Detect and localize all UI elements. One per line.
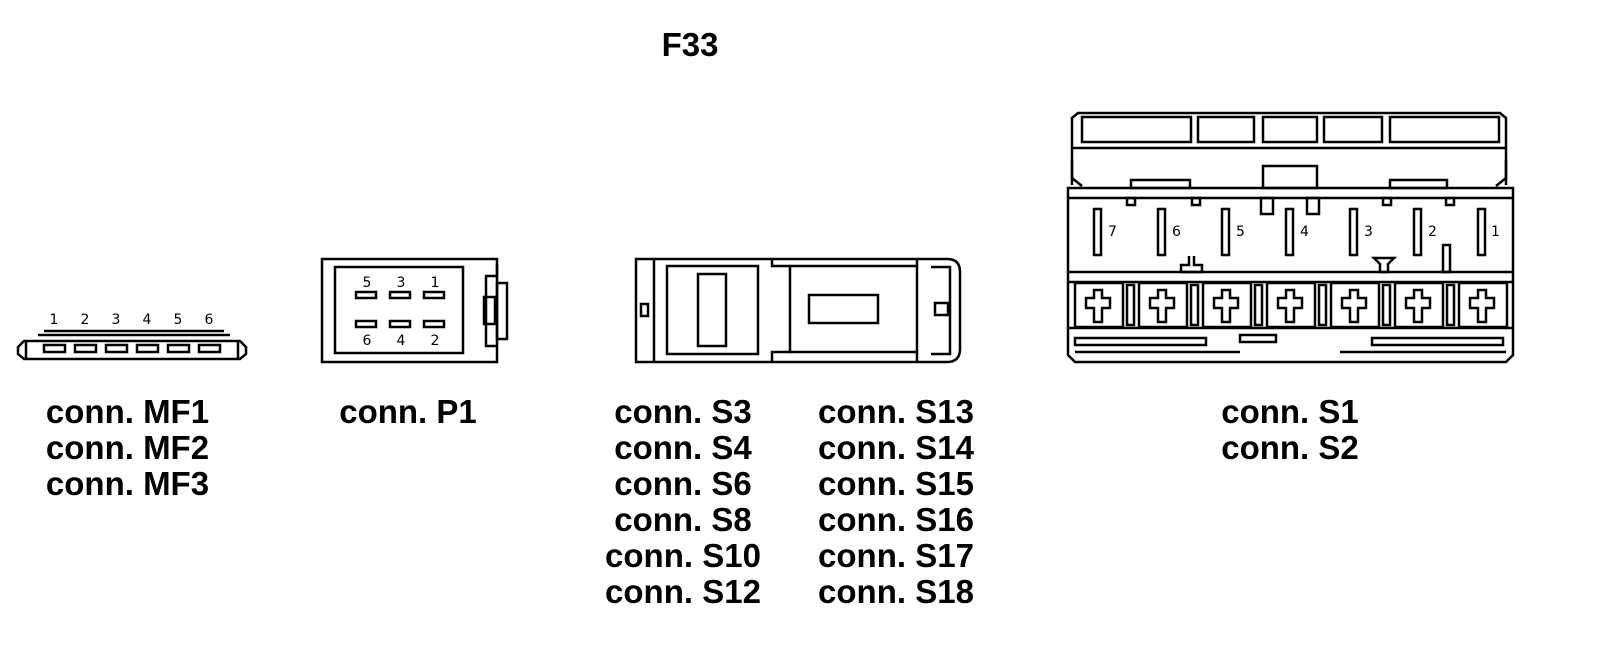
mf-pin-number: 6 [205, 312, 214, 328]
mf-pin-number: 4 [143, 312, 152, 328]
mf-pin-number: 1 [50, 312, 59, 328]
connector-mf-pin-numbers: 1 2 3 4 5 6 [50, 312, 214, 328]
s-big-pin-number: 2 [1428, 224, 1437, 240]
diagram-title: F33 [661, 26, 719, 63]
p1-pin-number: 5 [363, 275, 372, 291]
s-big-pin-number: 3 [1364, 224, 1373, 240]
connector-label: conn. P1 [339, 393, 477, 430]
connector-label: conn. S12 [605, 573, 761, 610]
connector-label: conn. S6 [614, 465, 752, 502]
connector-label: conn. S18 [818, 573, 974, 610]
connector-label: conn. S17 [818, 537, 974, 574]
connector-p1-labels: conn. P1 [318, 394, 498, 430]
s-big-pin-number: 7 [1108, 224, 1117, 240]
connector-label: conn. S13 [818, 393, 974, 430]
connector-label: conn. S14 [818, 429, 974, 466]
p1-pin-number: 1 [431, 275, 440, 291]
connector-p1-drawing [320, 257, 509, 364]
s-big-pin-number: 4 [1300, 224, 1309, 240]
connector-mf-labels: conn. MF1 conn. MF2 conn. MF3 [20, 394, 235, 502]
s-big-pin-number: 6 [1172, 224, 1181, 240]
p1-pin-number: 4 [397, 333, 406, 349]
p1-pin-number: 3 [397, 275, 406, 291]
connector-s-big-drawing [1066, 111, 1515, 364]
connector-label: conn. MF3 [45, 465, 210, 502]
p1-pin-number: 6 [363, 333, 372, 349]
connector-label: conn. S16 [818, 501, 974, 538]
connector-mf-drawing [16, 329, 248, 361]
connector-s-small-labels-left: conn. S3 conn. S4 conn. S6 conn. S8 conn… [588, 394, 778, 610]
connector-s-big-labels: conn. S1 conn. S2 [1190, 394, 1390, 466]
connector-s-small-drawing [634, 257, 962, 364]
connector-label: conn. S1 [1221, 393, 1359, 430]
s-big-pin-number: 1 [1491, 224, 1500, 240]
connector-label: conn. S15 [818, 465, 974, 502]
connector-label: conn. S4 [614, 429, 752, 466]
connector-p1-pin-numbers: 5 3 1 6 4 2 [363, 275, 440, 349]
mf-pin-number: 3 [112, 312, 121, 328]
s-big-pin-number: 5 [1236, 224, 1245, 240]
connector-label: conn. S8 [614, 501, 752, 538]
connector-s-big-pin-numbers: 7 6 5 4 3 2 1 [1108, 224, 1500, 240]
connector-s-small-labels-right: conn. S13 conn. S14 conn. S15 conn. S16 … [796, 394, 996, 610]
connector-label: conn. S3 [614, 393, 752, 430]
mf-pin-number: 2 [81, 312, 90, 328]
connector-label: conn. MF2 [45, 429, 210, 466]
connector-label: conn. S2 [1221, 429, 1359, 466]
p1-pin-number: 2 [431, 333, 440, 349]
mf-pin-number: 5 [174, 312, 183, 328]
connector-label: conn. MF1 [45, 393, 210, 430]
connector-label: conn. S10 [605, 537, 761, 574]
